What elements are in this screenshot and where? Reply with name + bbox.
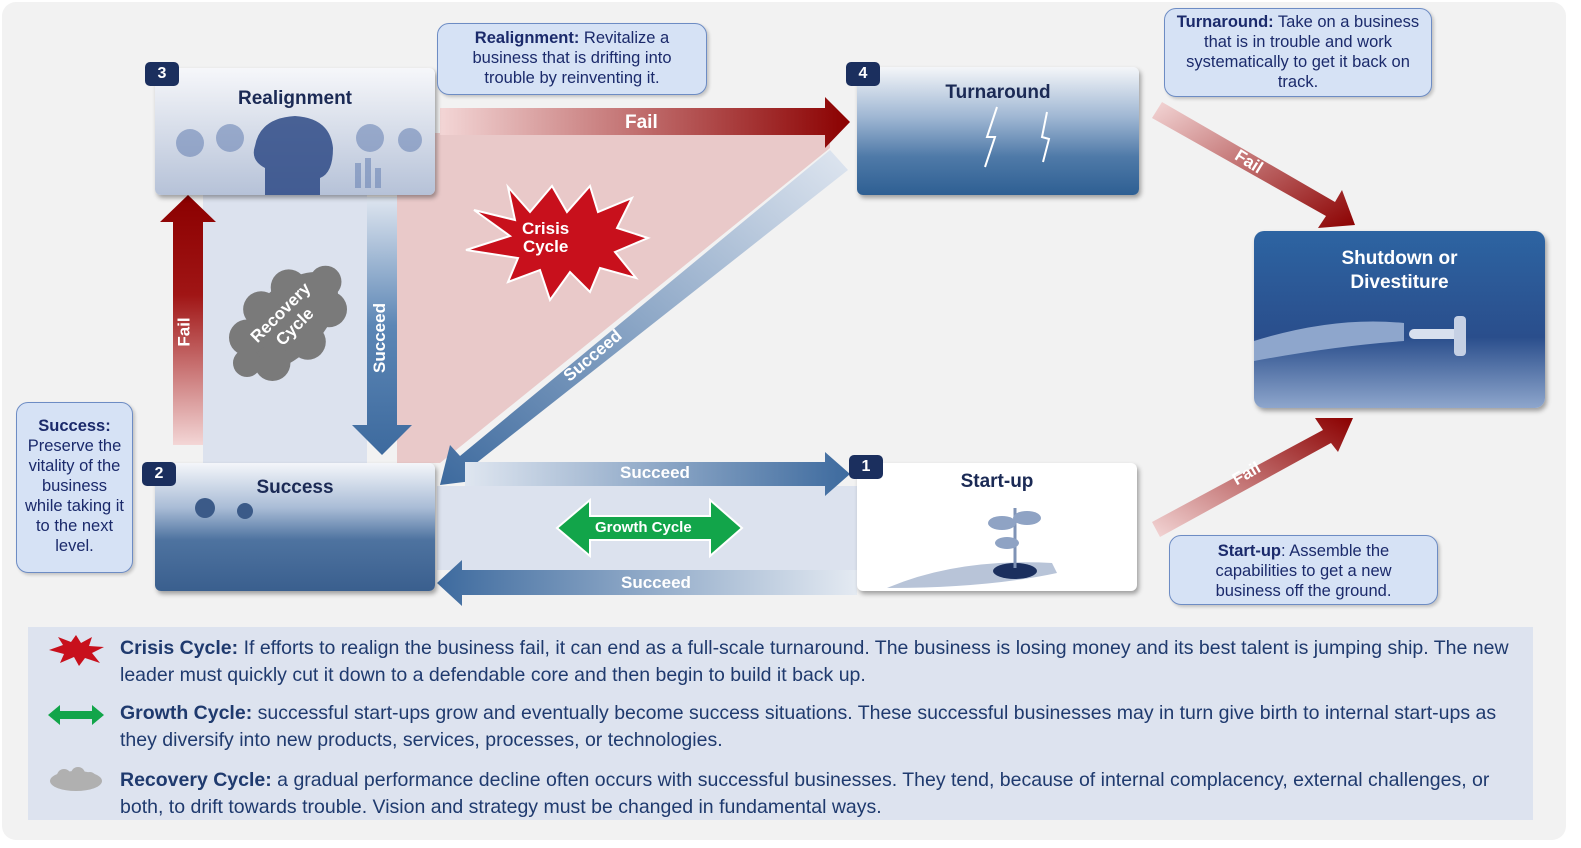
legend-term: Growth Cycle: [120,702,253,724]
succeed-arrow-turnaround-to-success [440,150,848,485]
shutdown-line1: Shutdown or [1341,248,1458,269]
success-title: Success [256,477,334,498]
legend-panel: Crisis Cycle: If efforts to realign the … [28,627,1533,820]
callout-term: Success: [38,417,111,435]
success-callout: Success: Preserve the vitality of the bu… [16,402,133,573]
succeed-label-vertical: Succeed [369,303,389,373]
legend-item-recovery: Recovery Cycle: a gradual performance de… [120,767,1520,821]
legend-term: Crisis Cycle: [120,637,239,659]
stage-number-badge: 4 [846,62,880,86]
crisis-region [397,133,830,463]
stage-number-badge: 1 [849,455,883,479]
legend-item-crisis: Crisis Cycle: If efforts to realign the … [120,635,1520,689]
succeed-arrow-startup-to-success [437,560,857,606]
callout-text: : Assemble the capabilities to get a new… [1215,542,1392,600]
turnaround-title: Turnaround [945,82,1051,103]
fail-arrow-turnaround-to-shutdown [1152,102,1355,228]
turnaround-callout: Turnaround: Take on a business that is i… [1164,8,1432,97]
growth-double-arrow-icon [48,705,104,725]
recovery-cloud-icon [50,767,102,791]
legend-term: Recovery Cycle: [120,769,272,791]
callout-term: Realignment: [474,29,580,47]
realignment-title: Realignment [237,88,353,109]
callout-text: Take on a business that is in trouble an… [1186,13,1420,91]
realignment-card[interactable]: Realignment [155,68,435,195]
succeed-arrow-success-to-startup [465,452,850,496]
fail-arrow-success-to-realignment [160,195,216,445]
callout-term: Start-up [1217,542,1281,560]
success-card[interactable]: Success [155,463,435,591]
shutdown-title: Shutdown or Divestiture [1254,247,1545,295]
seedling-in-hand-image [887,508,1057,588]
crisis-line1: Crisis [522,219,570,238]
crisis-line2: Cycle [522,237,569,256]
stage-number-badge: 2 [142,462,176,486]
turnaround-card[interactable]: Turnaround [857,67,1139,195]
legend-text: successful start-ups grow and eventually… [120,702,1497,751]
head-gears-image [176,116,422,195]
legend-text: If efforts to realign the business fail,… [120,637,1509,686]
fail-arrow-realignment-to-turnaround [440,97,850,148]
succeed-label-top: Succeed [620,463,690,482]
legend-text: a gradual performance decline often occu… [120,769,1490,818]
realignment-callout: Realignment: Revitalize a business that … [437,23,707,95]
meadow-image [195,498,253,519]
succeed-label-bottom: Succeed [621,573,691,592]
growth-cycle-arrow [555,497,744,559]
legend-item-growth: Growth Cycle: successful start-ups grow … [120,700,1520,754]
growth-cycle-label: Growth Cycle [595,519,692,536]
door-handle-image [1254,316,1466,361]
callout-text: Preserve the vitality of the business wh… [24,437,125,555]
callout-text: Revitalize a business that is drifting i… [472,29,672,87]
succeed-arrow-realignment-to-success [352,197,412,455]
stage-number-badge: 3 [145,62,179,86]
fail-label-top: Fail [625,112,658,133]
storm-image [984,106,1051,168]
crisis-cycle-star [465,183,651,303]
startup-callout: Start-up: Assemble the capabilities to g… [1169,535,1438,605]
recovery-cycle-cloud [228,265,348,382]
shutdown-card[interactable]: Shutdown or Divestiture [1254,231,1545,408]
startup-card[interactable]: Start-up [857,463,1137,591]
startup-title: Start-up [960,471,1034,492]
shutdown-line2: Divestiture [1350,272,1449,293]
fail-label-left: Fail [174,317,194,347]
crisis-star-icon [49,635,104,666]
callout-term: Turnaround: [1176,13,1274,31]
fail-arrow-startup-to-shutdown [1152,418,1353,537]
